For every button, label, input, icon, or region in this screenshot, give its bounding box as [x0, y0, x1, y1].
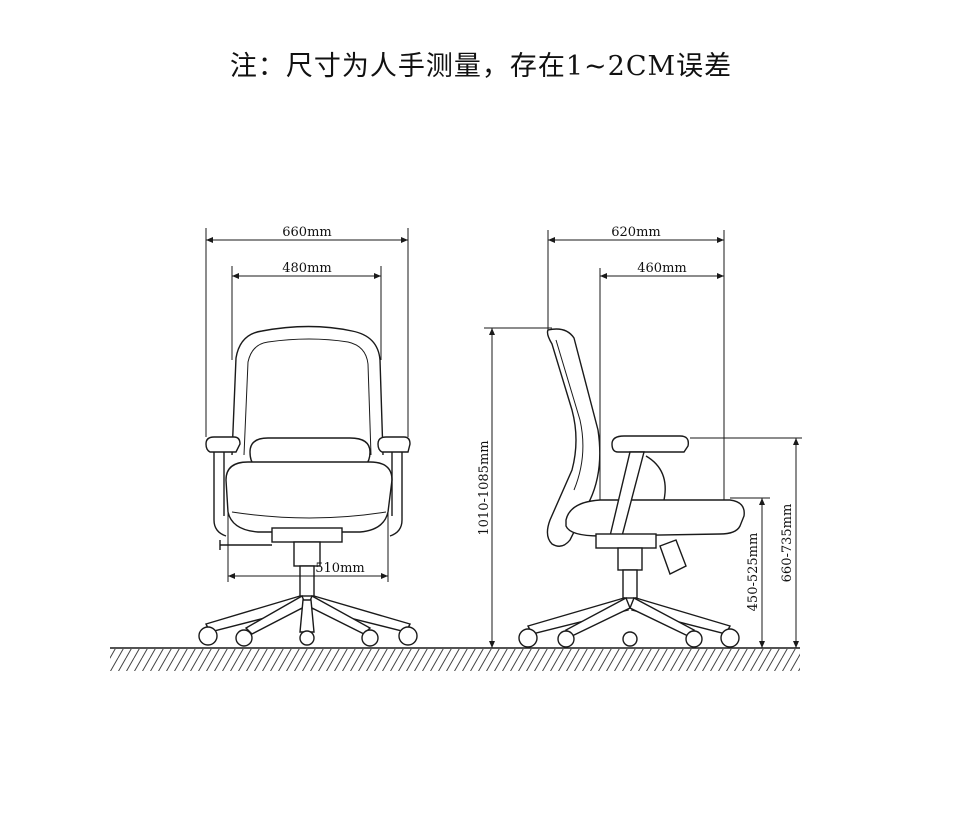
- dim-label-510: 510mm: [315, 561, 364, 576]
- dim-label-460: 460mm: [637, 261, 686, 276]
- measurement-note: 注：尺寸为人手测量，存在1~2CM误差: [229, 51, 733, 82]
- dimension-side-620: 620mm: [547, 225, 725, 500]
- ground-line: [110, 647, 800, 671]
- dimension-side-seat-height: 450-525mm: [730, 497, 770, 648]
- side-view-chair: [518, 328, 745, 648]
- dim-label-480: 480mm: [282, 261, 331, 276]
- dimension-side-460: 460mm: [599, 261, 724, 500]
- front-view-chair: [198, 325, 418, 647]
- dim-label-660: 660mm: [282, 225, 331, 240]
- dimension-front-480: 480mm: [231, 261, 382, 360]
- dim-label-total-height: 1010-1085mm: [477, 440, 492, 535]
- dimension-front-660: 660mm: [205, 225, 409, 437]
- dim-label-seat-height: 450-525mm: [746, 533, 761, 612]
- dimension-side-total-height: 1010-1085mm: [477, 327, 552, 648]
- dim-label-620: 620mm: [611, 225, 660, 240]
- dim-label-armrest-height: 660-735mm: [780, 504, 795, 583]
- dimension-side-armrest-height: 660-735mm: [690, 437, 802, 648]
- dimension-front-510: 510mm: [227, 512, 389, 582]
